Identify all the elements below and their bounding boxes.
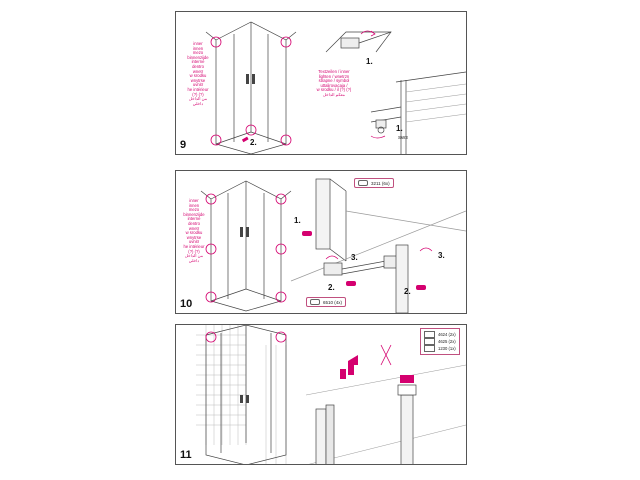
legend-row: 4625 (2x) [424, 338, 456, 345]
step-number: 11 [180, 449, 192, 461]
callout-1b: 1. [396, 124, 403, 133]
step-number: 10 [180, 298, 193, 310]
sealant-icon [424, 345, 435, 352]
step-11-illustration [196, 325, 466, 464]
callout-2b: 2. [404, 287, 411, 296]
step-10-illustration [200, 178, 466, 313]
callout-2: 2. [250, 138, 257, 147]
inner-side-text: inner innen mezo binnenzijde interne den… [183, 198, 205, 263]
profile-cap-icon [424, 331, 435, 338]
part-tag-3211: 3211 (6x) [354, 178, 394, 188]
step-9-illustration [205, 21, 466, 154]
legend-row: 4624 (2x) [424, 331, 456, 338]
cap-icon [310, 299, 320, 305]
legend-label: 4624 (2x) [438, 332, 456, 337]
callout-1: 1. [294, 216, 301, 225]
profile-cap-icon [424, 338, 435, 345]
callout-3: 3. [351, 253, 358, 262]
legend-label: 1230 (1x) [438, 346, 456, 351]
part-tag-6510: 6510 (4x) [306, 297, 347, 307]
step-11-panel: 4624 (2x) 4625 (2x) 1230 (1x) 11 [175, 324, 467, 465]
part-tag-label: 6510 (4x) [323, 299, 343, 305]
inner-note-text: Textzeilen / inner lighten / wnetrzn str… [316, 69, 352, 97]
callout-1: 1. [366, 57, 373, 66]
step-10-panel: inner innen mezo binnenzijde interne den… [175, 170, 467, 314]
legend-row: 1230 (1x) [424, 345, 456, 352]
callout-3b: 3. [438, 251, 445, 260]
part-tag-label: 3211 (6x) [371, 180, 390, 186]
inner-side-text: inner innen mezo binnenzijde interne den… [187, 41, 209, 106]
step-number: 9 [180, 139, 187, 151]
callout-2: 2. [328, 283, 335, 292]
legend-label: 4625 (2x) [438, 339, 456, 344]
parts-legend: 4624 (2x) 4625 (2x) 1230 (1x) [420, 328, 460, 355]
sw3-label: SW3 [398, 135, 408, 140]
screw-icon [358, 180, 368, 186]
step-9-panel: inner innen mezo binnenzijde interne den… [175, 11, 467, 155]
